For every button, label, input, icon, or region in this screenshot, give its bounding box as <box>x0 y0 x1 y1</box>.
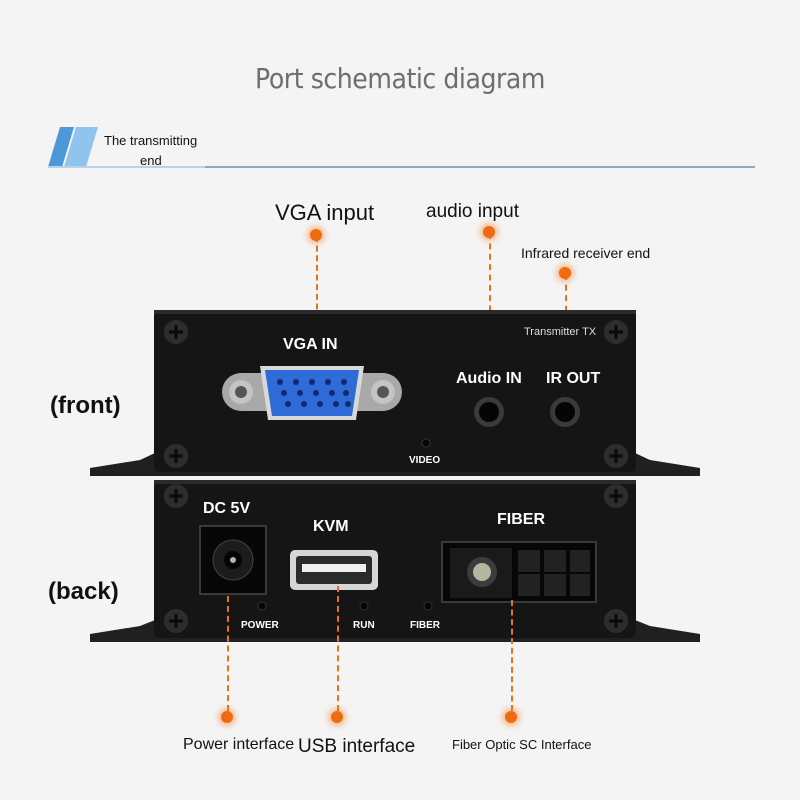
vga-input-callout: VGA input <box>275 200 375 225</box>
section-header-line2: end <box>140 153 162 168</box>
vga-leader-dot <box>310 229 322 241</box>
ir-out-label: IR OUT <box>546 370 601 387</box>
section-header-stripes <box>48 127 98 167</box>
screw-icon <box>164 609 188 633</box>
screw-icon <box>604 484 628 508</box>
header-divider-left <box>48 166 205 168</box>
vga-port-icon <box>222 366 402 420</box>
usb-leader-line <box>337 586 339 711</box>
power-led-icon <box>257 601 267 611</box>
page-title: Port schematic diagram <box>254 62 546 95</box>
power-led-label: POWER <box>241 620 279 631</box>
front-side-label: (front) <box>50 392 121 419</box>
back-panel-device <box>90 480 700 642</box>
screw-icon <box>164 444 188 468</box>
audio-leader-line <box>489 233 491 353</box>
screw-icon <box>604 444 628 468</box>
fiber-led-icon <box>423 601 433 611</box>
back-side-label: (back) <box>48 578 119 605</box>
audio-input-callout: audio input <box>426 201 519 222</box>
screw-icon <box>164 484 188 508</box>
fiber-leader-dot <box>505 711 517 723</box>
audio-jack-icon <box>474 397 504 427</box>
section-header-label: The transmitting end <box>104 131 197 171</box>
vga-in-label: VGA IN <box>283 336 338 353</box>
ir-jack-icon <box>550 397 580 427</box>
audio-leader-dot <box>483 226 495 238</box>
fiber-interface-callout: Fiber Optic SC Interface <box>452 737 592 752</box>
vga-leader-line <box>316 236 318 348</box>
audio-in-label: Audio IN <box>456 370 522 387</box>
fiber-led-label: FIBER <box>410 620 440 631</box>
usb-interface-callout: USB interface <box>298 736 416 757</box>
section-header-line1: The transmitting <box>104 133 198 148</box>
infrared-callout: Infrared receiver end <box>521 245 651 261</box>
kvm-label: KVM <box>313 518 349 535</box>
power-leader-line <box>227 596 229 711</box>
video-led-label: VIDEO <box>409 455 441 466</box>
fiber-label: FIBER <box>497 511 545 528</box>
usb-port-icon <box>290 550 378 590</box>
screw-icon <box>604 609 628 633</box>
front-panel-device <box>90 310 700 476</box>
model-label: Transmitter TX <box>524 326 597 338</box>
header-divider <box>205 166 755 168</box>
power-interface-callout: Power interface <box>183 736 295 753</box>
usb-leader-dot <box>331 711 343 723</box>
video-led-icon <box>421 438 431 448</box>
run-led-icon <box>359 601 369 611</box>
ir-leader-dot <box>559 267 571 279</box>
run-led-label: RUN <box>353 620 375 631</box>
dc-jack-icon <box>199 525 267 595</box>
fiber-sc-port-icon <box>441 541 597 603</box>
power-leader-dot <box>221 711 233 723</box>
screw-icon <box>604 320 628 344</box>
fiber-leader-line <box>511 600 513 711</box>
dc-5v-label: DC 5V <box>203 500 251 517</box>
screw-icon <box>164 320 188 344</box>
